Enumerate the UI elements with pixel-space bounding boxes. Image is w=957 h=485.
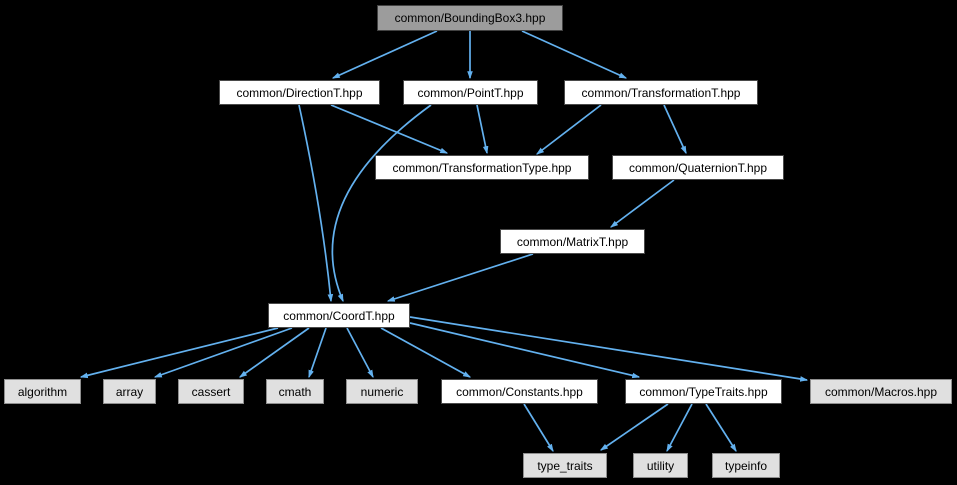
edge-coordt-cmath (308, 327, 327, 379)
edge-transformationt-quaterniont (663, 104, 687, 155)
node-label: common/Macros.hpp (824, 384, 938, 399)
node-transformationt[interactable]: common/TransformationT.hpp (564, 80, 758, 105)
edge-directiont-transformationtype (330, 104, 449, 154)
node-label: typeinfo (724, 458, 768, 473)
edge-quaterniont-matrixt (610, 179, 675, 228)
node-directiont[interactable]: common/DirectionT.hpp (219, 80, 380, 105)
node-utility[interactable]: utility (633, 453, 688, 478)
node-boundingbox3: common/BoundingBox3.hpp (377, 5, 563, 31)
node-array[interactable]: array (103, 379, 156, 404)
edge-matrixt-coordt (386, 253, 534, 302)
edge-coordt-typetraits (409, 322, 641, 379)
node-label: type_traits (537, 458, 593, 473)
edge-typetraits-utility (666, 403, 693, 453)
node-pointt[interactable]: common/PointT.hpp (403, 80, 538, 105)
node-label: common/PointT.hpp (417, 85, 524, 100)
node-label: common/DirectionT.hpp (236, 85, 363, 100)
node-cmath[interactable]: cmath (266, 379, 324, 404)
edge-coordt-cassert (239, 327, 310, 378)
node-label: utility (646, 458, 675, 473)
edge-constants-type_traits (523, 403, 554, 453)
edge-typetraits-typeinfo (705, 403, 737, 453)
node-numeric[interactable]: numeric (346, 379, 418, 404)
node-label: common/TransformationT.hpp (581, 85, 741, 100)
edge-boundingbox3-directiont (331, 30, 438, 79)
node-cassert[interactable]: cassert (178, 379, 244, 404)
node-typetraits[interactable]: common/TypeTraits.hpp (625, 379, 782, 404)
node-label: cassert (191, 384, 231, 399)
edge-pointt-coordt (331, 104, 432, 303)
edge-coordt-numeric (346, 327, 374, 379)
node-macros[interactable]: common/Macros.hpp (810, 379, 952, 404)
node-transformationtype[interactable]: common/TransformationType.hpp (375, 155, 589, 180)
node-label: common/TypeTraits.hpp (639, 384, 768, 399)
node-label: common/MatrixT.hpp (516, 234, 629, 249)
node-algorithm[interactable]: algorithm (4, 379, 81, 404)
edge-directiont-coordt (298, 104, 334, 303)
edge-coordt-algorithm (79, 327, 279, 379)
edge-coordt-constants (380, 327, 472, 378)
node-label: common/BoundingBox3.hpp (394, 11, 546, 25)
edge-typetraits-type_traits (600, 403, 669, 451)
edge-coordt-array (153, 327, 293, 378)
node-label: cmath (278, 384, 312, 399)
node-label: common/TransformationType.hpp (392, 160, 572, 175)
node-type_traits[interactable]: type_traits (523, 453, 607, 478)
node-label: common/Constants.hpp (456, 384, 583, 399)
node-label: array (115, 384, 144, 399)
node-constants[interactable]: common/Constants.hpp (441, 379, 598, 404)
node-label: common/CoordT.hpp (283, 308, 395, 323)
node-typeinfo[interactable]: typeinfo (712, 453, 780, 478)
node-label: algorithm (17, 384, 68, 399)
edge-transformationt-transformationtype (536, 104, 602, 155)
node-label: common/QuaternionT.hpp (628, 160, 768, 175)
node-label: numeric (360, 384, 404, 399)
node-matrixt[interactable]: common/MatrixT.hpp (500, 229, 645, 254)
edge-coordt-macros (409, 316, 809, 382)
edge-pointt-transformationtype (476, 104, 489, 155)
node-coordt[interactable]: common/CoordT.hpp (268, 303, 410, 328)
node-quaterniont[interactable]: common/QuaternionT.hpp (612, 155, 784, 180)
edge-boundingbox3-transformationt (521, 30, 628, 79)
